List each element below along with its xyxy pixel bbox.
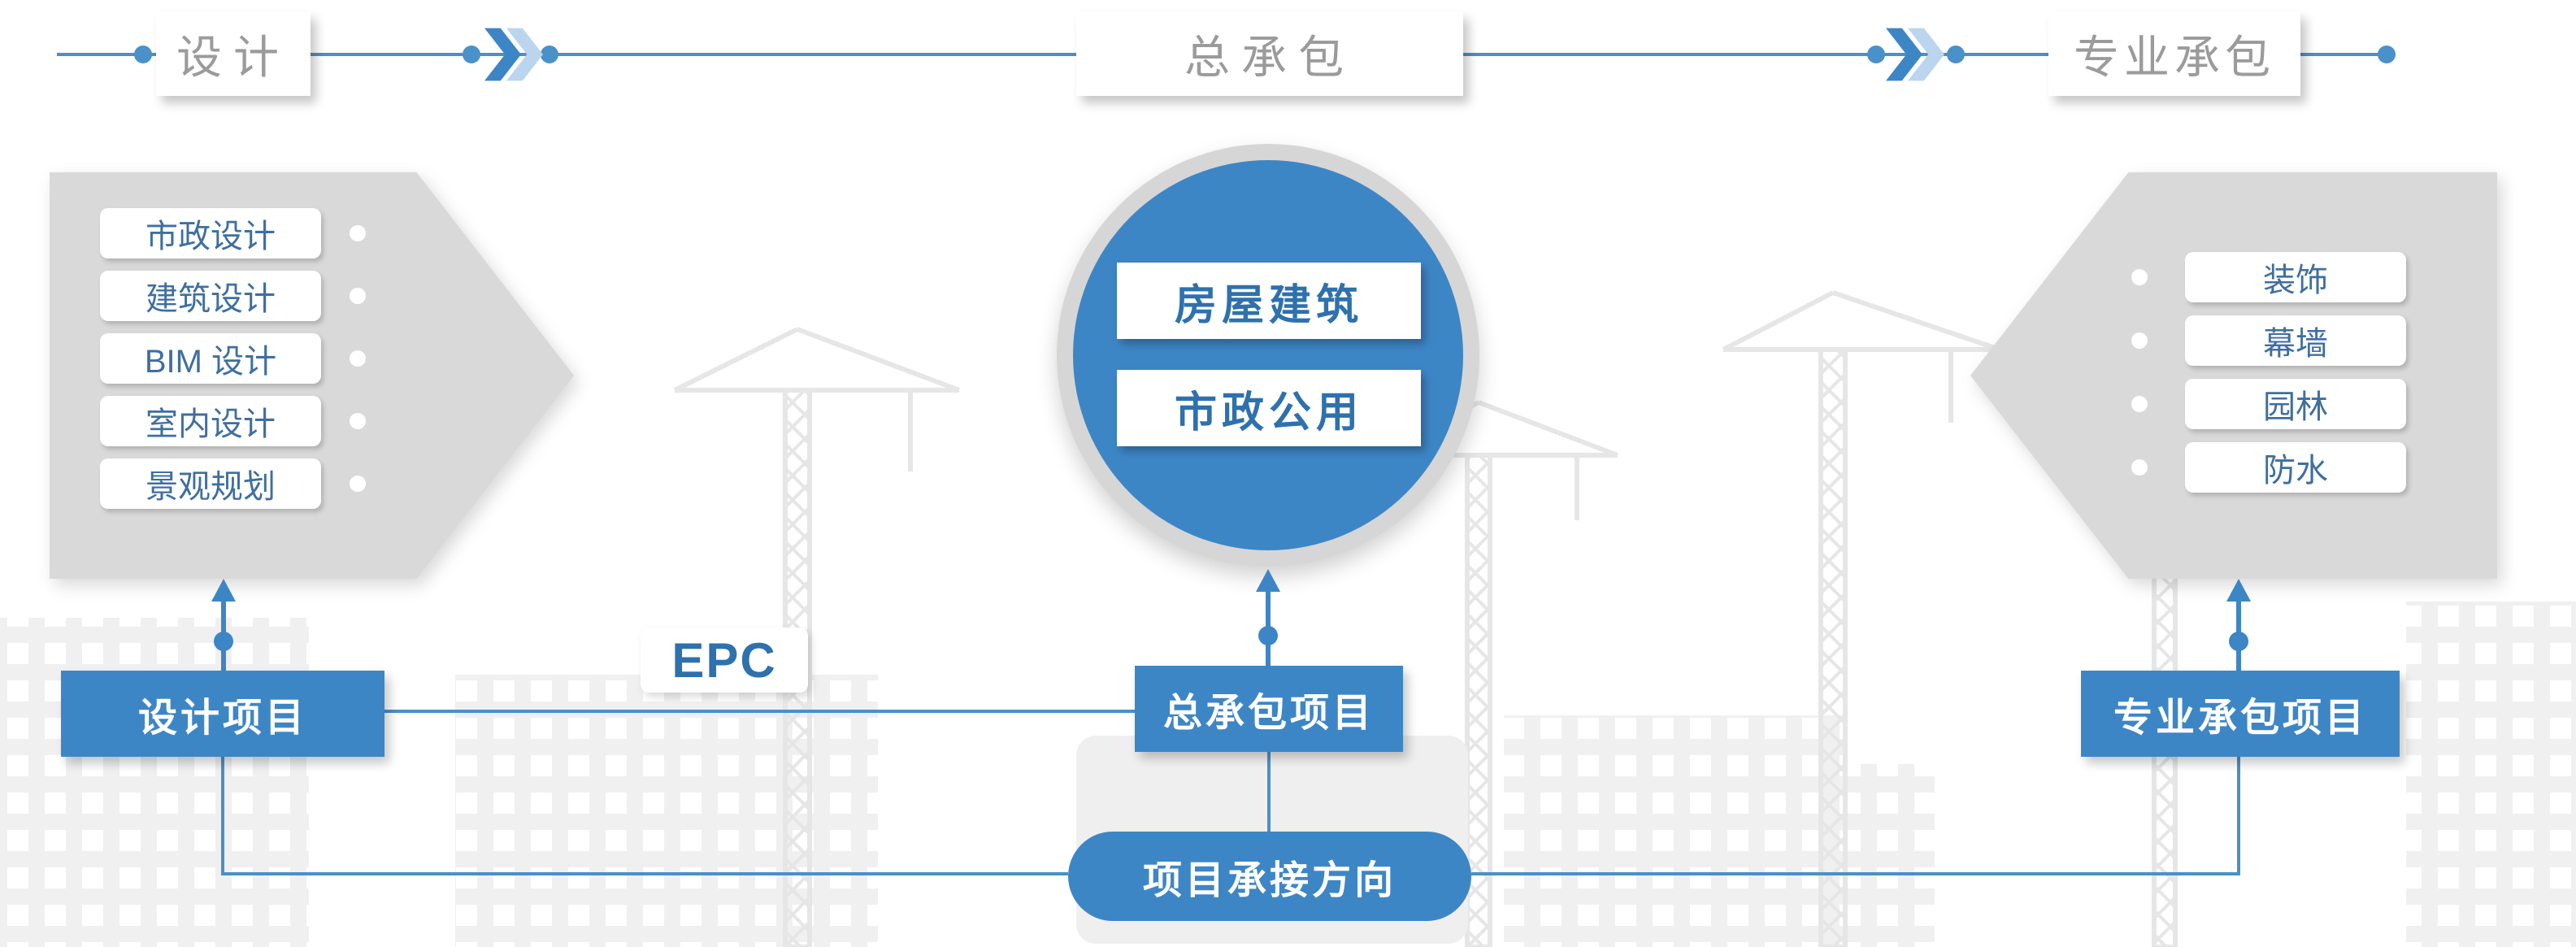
trade-pill: 园林 xyxy=(2185,379,2406,429)
professional-contracting-project-box: 专业承包项目 xyxy=(2081,671,2400,757)
bullet-dot xyxy=(350,288,366,304)
chevron-right-icon xyxy=(484,28,543,81)
bullet-dot xyxy=(2131,332,2148,349)
design-service-pill: BIM 设计 xyxy=(100,333,321,384)
timeline-dot xyxy=(463,46,480,63)
design-service-pill: 室内设计 xyxy=(100,396,321,446)
stage-label-professional-contracting: 专业承包 xyxy=(2048,11,2300,96)
design-service-pill: 建筑设计 xyxy=(100,271,321,321)
timeline-dot xyxy=(134,46,152,63)
trade-pill: 幕墙 xyxy=(2185,315,2406,366)
left-arrow-shape xyxy=(1970,172,2497,579)
trade-pill: 装饰 xyxy=(2185,252,2406,302)
arrow-dot xyxy=(1258,626,1278,645)
connector-line xyxy=(2237,757,2240,875)
timeline-dot xyxy=(1947,46,1965,63)
arrow-dot xyxy=(214,632,233,651)
bullet-dot xyxy=(350,350,366,367)
connector-line xyxy=(221,757,224,875)
stage-label-design: 设计 xyxy=(156,11,311,96)
up-arrow-icon xyxy=(1256,569,1280,592)
connector-line xyxy=(221,872,1068,875)
timeline-dot xyxy=(541,46,558,63)
bullet-dot xyxy=(2131,269,2148,285)
scope-badge-municipal: 市政公用 xyxy=(1117,370,1421,446)
connector-line xyxy=(1267,752,1271,832)
timeline-dot xyxy=(1867,46,1885,63)
general-contracting-project-box: 总承包项目 xyxy=(1135,666,1403,752)
design-service-pill: 市政设计 xyxy=(100,208,321,258)
project-direction-label: 项目承接方向 xyxy=(1068,832,1471,921)
bullet-dot xyxy=(350,476,366,492)
up-arrow-icon xyxy=(2226,579,2251,602)
stage-label-general-contracting: 总承包 xyxy=(1076,11,1463,96)
bullet-dot xyxy=(350,413,366,429)
design-service-pill: 景观规划 xyxy=(100,458,321,509)
scope-badge-housing: 房屋建筑 xyxy=(1117,263,1421,339)
circle-fill xyxy=(1073,160,1463,550)
timeline-dot xyxy=(2378,46,2396,63)
bullet-dot xyxy=(2131,459,2148,476)
bullet-dot xyxy=(2131,396,2148,412)
epc-connector-line xyxy=(384,710,1135,713)
professional-trades-panel xyxy=(1970,172,2497,579)
trade-pill: 防水 xyxy=(2185,442,2406,493)
epc-label: EPC xyxy=(641,628,808,693)
general-contracting-circle xyxy=(1057,144,1479,567)
connector-line xyxy=(1471,872,2239,875)
chevron-right-icon xyxy=(1886,28,1944,81)
arrow-dot xyxy=(2229,632,2248,651)
up-arrow-icon xyxy=(211,579,236,602)
design-project-box: 设计项目 xyxy=(61,671,384,757)
bullet-dot xyxy=(350,225,366,241)
